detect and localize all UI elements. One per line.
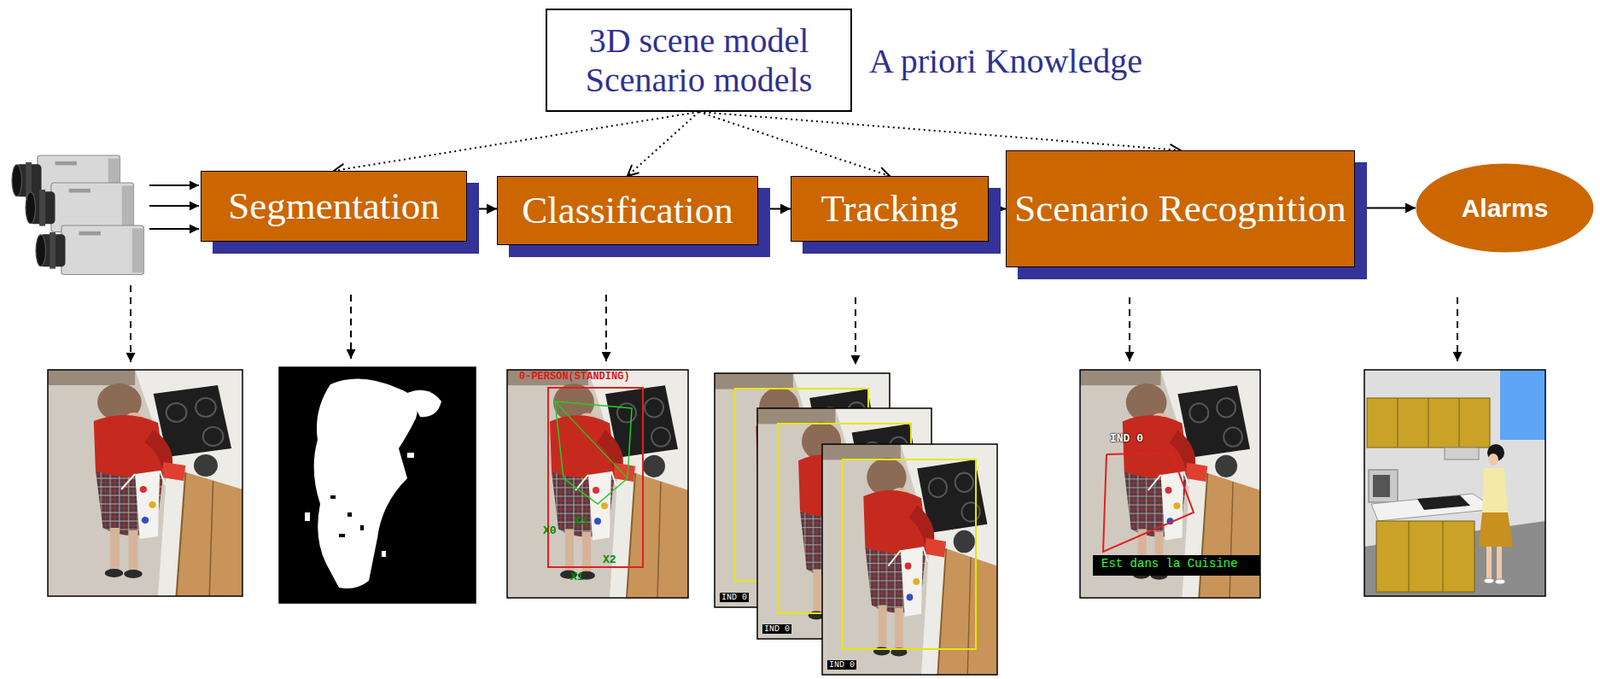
annotation: A priori Knowledge (869, 40, 1143, 82)
node-text: Scenario Recognition (1014, 186, 1347, 230)
knowledge-link (627, 111, 700, 176)
node-text: Segmentation (227, 184, 439, 228)
output-ellipse: Alarms (1415, 163, 1595, 253)
flow-arrow (758, 208, 791, 211)
process-box: Scenario Recognition (1005, 150, 1355, 268)
point-label: X2 (602, 553, 617, 567)
flow-arrow (1354, 207, 1416, 210)
class-tag: 0-PERSON(STANDING) (519, 370, 631, 383)
flow-arrow (467, 208, 497, 211)
point-label: X0 (543, 524, 557, 538)
node-text: 3D scene model Scenario models (547, 21, 851, 100)
knowledge-link (699, 111, 891, 176)
point-label: X1 (570, 570, 584, 584)
track-tag: IND 0 (827, 659, 857, 670)
process-box: Tracking (790, 175, 989, 242)
process-box: Classification (496, 175, 759, 246)
node-text: Alarms (1461, 193, 1549, 223)
knowledge-box: 3D scene model Scenario models (545, 8, 853, 112)
node-text: Classification (521, 188, 733, 232)
process-box: Segmentation (200, 170, 468, 242)
node-text: Tracking (821, 186, 959, 230)
point-label: X3 (573, 514, 588, 528)
scenario-caption: Est dans la Cuisine (1097, 555, 1242, 572)
knowledge-link (333, 111, 700, 171)
track-tag: IND 0 (719, 592, 749, 602)
flow-arrow (988, 208, 1006, 211)
knowledge-link (699, 111, 1181, 151)
track-tag: IND 0 (1109, 432, 1144, 445)
track-tag: IND 0 (762, 624, 792, 634)
